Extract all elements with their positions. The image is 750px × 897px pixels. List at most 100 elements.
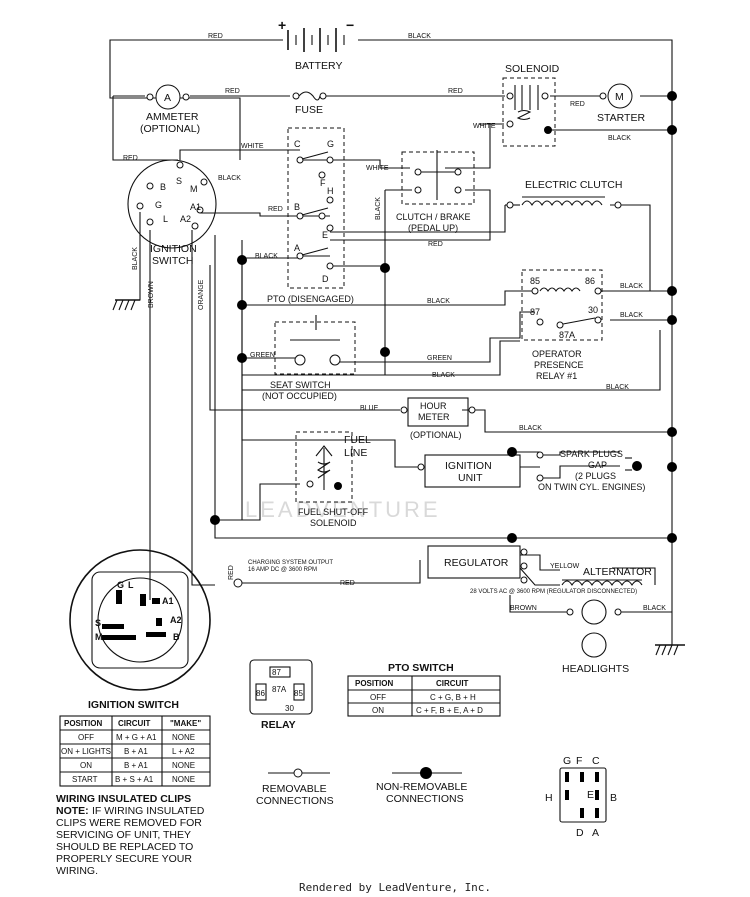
note-line: CLIPS WERE REMOVED FOR <box>56 817 202 829</box>
wire-white-solenoid: WHITE <box>473 123 496 130</box>
wire-black-starter: BLACK <box>608 135 631 142</box>
clutch-brake-label: CLUTCH / BRAKE <box>396 212 471 222</box>
ignition-unit: IGNITION UNIT SPARK PLUGS GAP (2 PLUGS O… <box>417 449 645 492</box>
ign-terminal-m: M <box>190 184 198 194</box>
watermark: LEADVENTURE <box>245 497 441 522</box>
legend: REMOVABLE CONNECTIONS NON-REMOVABLE CONN… <box>256 767 467 807</box>
ignition-switch-plug: G L A1 A2 S M B <box>69 549 211 691</box>
conn-letter-h: H <box>545 792 553 804</box>
wire-black-relay-30: BLACK <box>620 312 643 319</box>
pto-terminal-a: A <box>294 243 300 253</box>
wire-red-starter: RED <box>570 101 585 108</box>
ign-terminal-g: G <box>155 200 162 210</box>
plug-letter-a1: A1 <box>162 596 174 606</box>
wire-green-seat: GREEN <box>250 352 275 359</box>
relay-title: RELAY <box>261 719 296 731</box>
wire-black-pto: BLACK <box>255 253 278 260</box>
pto-label: PTO (DISENGAGED) <box>267 294 354 304</box>
battery-positive: + <box>278 17 286 33</box>
clutch-brake-switch: CLUTCH / BRAKE (PEDAL UP) <box>396 150 475 233</box>
note-line: SERVICING OF UNIT, THEY <box>56 829 191 841</box>
solenoid-label: SOLENOID <box>505 63 560 75</box>
battery-negative: − <box>346 17 354 33</box>
note-line: WIRING. <box>56 865 98 877</box>
wire-black-clutch: BLACK <box>375 197 382 220</box>
note-label: NOTE: <box>56 805 89 817</box>
ignition-switch-label: IGNITION <box>150 243 197 255</box>
wire-labels: RED BLACK RED RED RED BLACK WHITE RED WH… <box>123 33 666 612</box>
note-line: IF WIRING INSULATED <box>92 805 205 817</box>
legend-nonremovable: NON-REMOVABLE <box>376 781 467 793</box>
pto-terminal-f: F <box>320 178 326 188</box>
electric-clutch: ELECTRIC CLUTCH <box>506 179 622 209</box>
wire-red-battery: RED <box>208 33 223 40</box>
pto-table-cell: ON <box>372 706 384 715</box>
pto-terminal-b: B <box>294 202 300 212</box>
relay1-pin-87a: 87A <box>559 330 575 340</box>
wire-black-ground: BLACK <box>132 247 139 270</box>
note-heading: WIRING INSULATED CLIPS <box>56 793 191 805</box>
ammeter-label: AMMETER <box>146 111 199 123</box>
wire-white-clutch: WHITE <box>366 165 389 172</box>
ign-table-cell: B + S + A1 <box>115 775 154 784</box>
ignition-table-title: IGNITION SWITCH <box>88 699 179 711</box>
electric-clutch-label: ELECTRIC CLUTCH <box>525 179 622 191</box>
plug-letter-a2: A2 <box>170 615 182 625</box>
relay1-label-presence: PRESENCE <box>534 360 584 370</box>
ign-terminal-a2: A2 <box>180 214 191 224</box>
wire-red-clutch: RED <box>428 241 443 248</box>
battery-label: BATTERY <box>295 60 342 72</box>
wire-orange-ign: ORANGE <box>198 279 205 310</box>
legend-nonremovable-2: CONNECTIONS <box>386 793 464 805</box>
ign-terminal-s: S <box>176 176 182 186</box>
pto-switch: C G F H B E A D PTO (DISENGAGED) <box>267 127 354 304</box>
plug-letter-b: B <box>173 632 180 642</box>
spark-plugs-label: SPARK PLUGS <box>560 449 623 459</box>
ign-table-cell: M + G + A1 <box>116 733 157 742</box>
pto-table-header-circuit: CIRCUIT <box>436 679 469 688</box>
ignition-switch-label-2: SWITCH <box>152 255 193 267</box>
plug-letter-g: G <box>117 580 124 590</box>
plug-letter-s: S <box>95 618 101 628</box>
operator-presence-relay: 85 86 87 30 87A OPERATOR PRESENCE RELAY … <box>521 269 603 381</box>
hour-meter: HOUR METER (OPTIONAL) <box>400 397 476 440</box>
hour-meter-optional: (OPTIONAL) <box>410 430 462 440</box>
alternator-label: ALTERNATOR <box>583 566 652 578</box>
pto-terminal-g: G <box>327 139 334 149</box>
hour-meter-label-2: METER <box>418 412 450 422</box>
wire-red-solenoid: RED <box>448 88 463 95</box>
wiring-note: WIRING INSULATED CLIPS NOTE: IF WIRING I… <box>56 793 205 877</box>
note-line: PROPERLY SECURE YOUR <box>56 853 192 865</box>
legend-removable-2: CONNECTIONS <box>256 795 334 807</box>
seat-switch: SEAT SWITCH (NOT OCCUPIED) <box>262 315 356 401</box>
ign-table-header-circuit: CIRCUIT <box>118 719 151 728</box>
pto-terminal-e: E <box>322 230 328 240</box>
battery: + − BATTERY <box>278 17 354 72</box>
pto-table-title: PTO SWITCH <box>388 662 454 674</box>
pto-table-cell: C + G, B + H <box>430 693 476 702</box>
charging-output: CHARGING SYSTEM OUTPUT <box>248 560 333 566</box>
wire-black-relay-87: BLACK <box>606 384 629 391</box>
pto-table-cell: C + F, B + E, A + D <box>416 706 483 715</box>
pto-switch-table: PTO SWITCH POSITION CIRCUIT OFF C + G, B… <box>347 662 501 717</box>
wire-black-hour: BLACK <box>519 425 542 432</box>
ign-terminal-a1: A1 <box>190 202 201 212</box>
plug-letter-l: L <box>128 580 134 590</box>
pto-connector: G F C H E B D A <box>545 755 617 839</box>
pto-terminal-c: C <box>294 139 301 149</box>
spark-plugs-note: ON TWIN CYL. ENGINES) <box>538 482 645 492</box>
pto-table-header-position: POSITION <box>355 679 393 688</box>
regulator-label: REGULATOR <box>444 557 509 569</box>
wire-red-ammeter: RED <box>225 88 240 95</box>
ign-table-cell: B + A1 <box>124 747 148 756</box>
relay-pin-86: 86 <box>256 689 265 698</box>
starter-symbol: M <box>615 91 624 103</box>
relay1-pin-86: 86 <box>585 276 595 286</box>
pto-terminal-d: D <box>322 274 329 284</box>
wire-black-headlight: BLACK <box>643 605 666 612</box>
ground-symbol <box>112 299 685 656</box>
wire-black-relay-86: BLACK <box>620 283 643 290</box>
pto-terminal-h: H <box>327 186 334 196</box>
note-line: SHOULD BE REPLACED TO <box>56 841 193 853</box>
pto-table-cell: OFF <box>370 693 386 702</box>
